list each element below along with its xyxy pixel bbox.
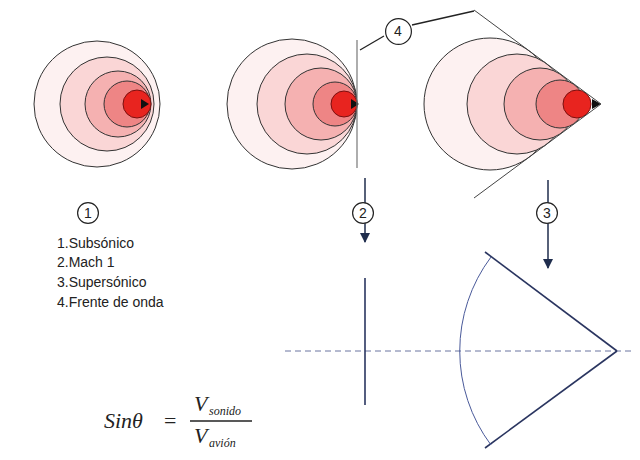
legend-item: 2.Mach 1 bbox=[57, 255, 115, 269]
formula-variable: V bbox=[194, 393, 207, 415]
formula-subscript: avión bbox=[209, 437, 236, 449]
callout-number: 4 bbox=[394, 24, 402, 38]
legend-item: 4.Frente de onda bbox=[57, 295, 164, 309]
circle-outline bbox=[353, 203, 374, 224]
legend-item: 3.Supersónico bbox=[57, 275, 147, 289]
formula-variable: V bbox=[194, 425, 207, 447]
callout-circle: 3 bbox=[536, 202, 558, 224]
callout-circle: 4 bbox=[385, 18, 412, 45]
callout-circle: 1 bbox=[77, 202, 99, 224]
formula-equals: = bbox=[164, 410, 176, 432]
down-arrows bbox=[365, 178, 548, 268]
callout-number: 1 bbox=[84, 206, 92, 220]
circle-outline bbox=[537, 203, 558, 224]
circle-outline bbox=[385, 18, 411, 44]
callout-circle: 2 bbox=[352, 202, 374, 224]
supersonic-waves bbox=[424, 10, 601, 198]
subsonic-waves bbox=[34, 41, 160, 167]
circle-outline bbox=[78, 203, 99, 224]
callout-number: 2 bbox=[359, 206, 367, 220]
formula-function: Sinθ bbox=[104, 410, 143, 432]
fraction-bar bbox=[190, 420, 252, 421]
callout-number: 3 bbox=[543, 206, 551, 220]
leader-lines bbox=[360, 11, 474, 50]
mach1-waves bbox=[227, 39, 359, 169]
wavefront-sketch bbox=[285, 252, 632, 448]
formula-subscript: sonido bbox=[209, 405, 241, 417]
legend-item: 1.Subsónico bbox=[57, 236, 134, 250]
